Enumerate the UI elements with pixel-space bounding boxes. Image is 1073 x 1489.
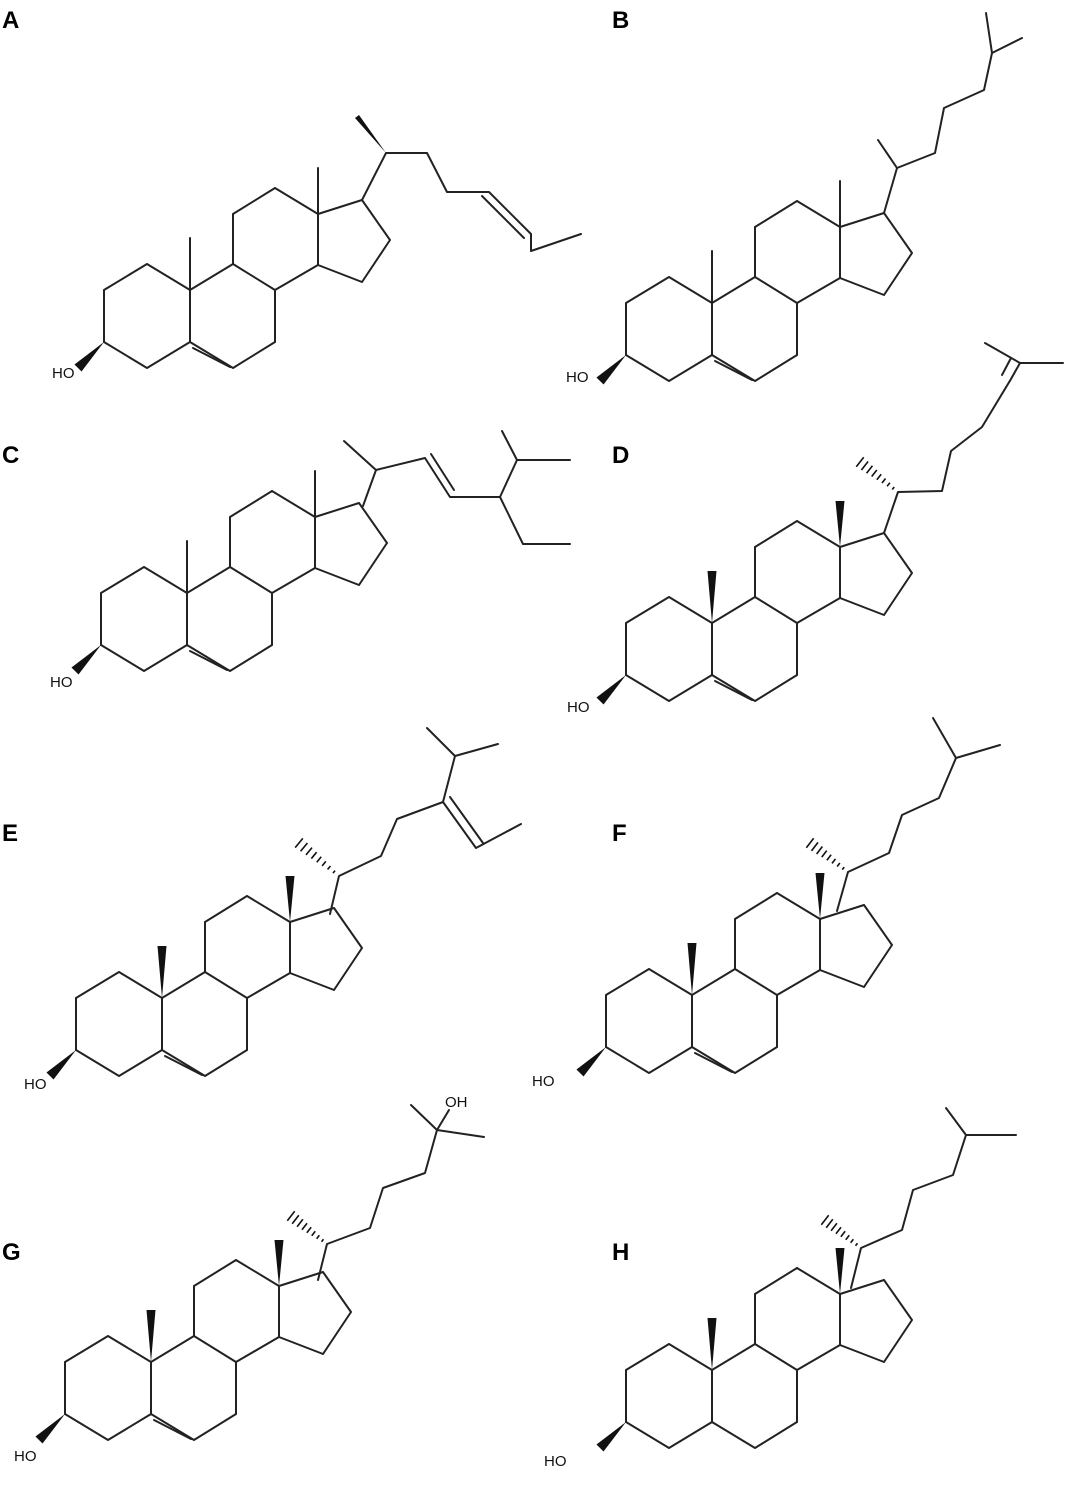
panel-g: G OH HO <box>2 1094 485 1465</box>
hydroxyl-label-b: HO <box>566 369 589 386</box>
panel-letter-d: D <box>612 442 629 469</box>
side-chain-a <box>355 115 582 252</box>
panel-letter-e: E <box>2 820 18 847</box>
steroid-core-d <box>596 501 913 705</box>
panel-h: H HO <box>544 1107 1017 1470</box>
steroid-core-a <box>74 167 391 372</box>
side-chain-h <box>820 1107 1017 1289</box>
panel-letter-h: H <box>612 1239 629 1266</box>
side-chain-hydroxyl-label-g: OH <box>445 1094 468 1111</box>
panel-a: A HO <box>2 7 582 382</box>
panel-letter-c: C <box>2 442 19 469</box>
panel-letter-a: A <box>2 7 19 34</box>
side-chain-d <box>855 342 1064 534</box>
panel-letter-f: F <box>612 820 627 847</box>
hydroxyl-label-f: HO <box>532 1073 555 1090</box>
panel-d: D HO <box>567 342 1064 716</box>
side-chain-b <box>877 12 1023 214</box>
steroid-core-e <box>46 876 363 1080</box>
side-chain-f <box>805 717 1001 912</box>
hydroxyl-label-e: HO <box>24 1076 47 1093</box>
hydroxyl-label-d: HO <box>567 699 590 716</box>
hydroxyl-label-g: HO <box>14 1448 37 1465</box>
steroid-core-b <box>596 180 913 385</box>
hydroxyl-label-a: HO <box>52 365 75 382</box>
side-chain-c <box>343 430 571 545</box>
panel-e: E HO <box>2 727 522 1093</box>
panel-b: B HO <box>566 7 1023 386</box>
steroid-core-f <box>576 873 893 1077</box>
panel-c: C HO <box>2 430 571 691</box>
steroid-core-h <box>596 1248 913 1452</box>
panel-f: F HO <box>532 717 1001 1090</box>
hydroxyl-label-h: HO <box>544 1453 567 1470</box>
steroid-core-g <box>35 1240 352 1444</box>
side-chain-g <box>286 1104 485 1281</box>
panel-letter-g: G <box>2 1239 21 1266</box>
panel-letter-b: B <box>612 7 629 34</box>
steroid-core-c <box>71 470 388 675</box>
side-chain-e <box>294 727 522 915</box>
hydroxyl-label-c: HO <box>50 674 73 691</box>
